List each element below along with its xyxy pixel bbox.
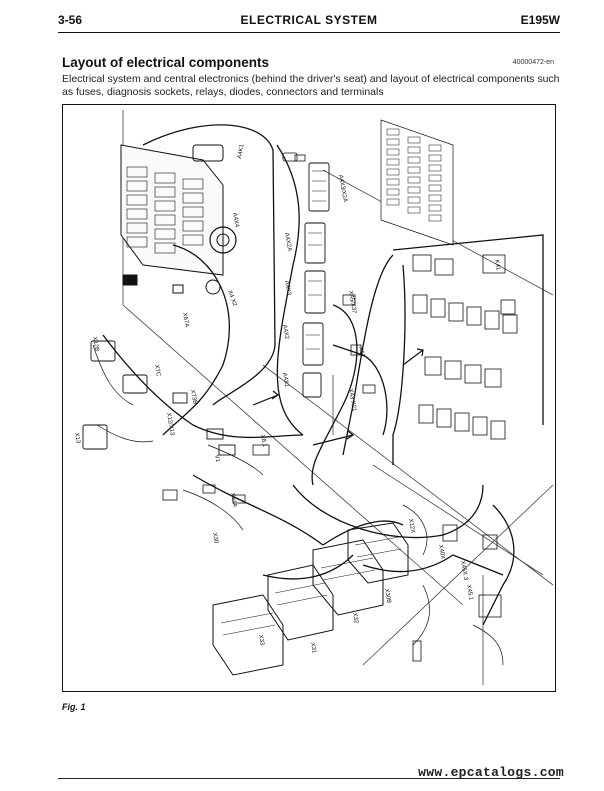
callout-a4x3x2a: A4X3/X2A: [337, 174, 348, 202]
callout-x31: X31: [309, 642, 317, 654]
callout-a4x3: A4X3: [283, 280, 292, 296]
relay-bank: [412, 254, 518, 440]
callout-x30b: X30B: [383, 588, 391, 604]
callout-x73b: X73B: [189, 389, 197, 405]
callout-labels: A4K1 A4X4 X4 X2 A4X3/X2A A4X2A A4X3 A4X2…: [73, 143, 501, 654]
diagnosis-sockets: [212, 522, 409, 676]
misc-components: [162, 152, 502, 662]
callout-k41: K41: [493, 259, 501, 271]
callout-x12-x13: X12/X13: [165, 412, 175, 436]
connector-strip: [302, 162, 330, 398]
callout-a4x2a: A4X2A: [283, 232, 292, 251]
callout-x61a: X61A: [229, 492, 237, 508]
callout-x45x-3: X45X 3: [459, 560, 468, 581]
callout-a4x1: A4X1: [281, 372, 290, 388]
callout-x12x: X12X: [407, 518, 415, 534]
callout-x45-x37: X45/X37: [347, 290, 357, 314]
callout-a4x2: A4X2: [281, 324, 290, 340]
callout-x67a: X67A: [181, 312, 189, 328]
watermark-url: www.epcatalogs.com: [418, 765, 564, 780]
left-connectors: [82, 340, 236, 456]
section-heading: ELECTRICAL SYSTEM: [240, 13, 378, 27]
footer-rule: [58, 778, 560, 779]
main-wiring-harness: [102, 124, 544, 626]
callout-x7c: X7C: [153, 364, 161, 377]
callout-x45-1: X45.1: [465, 584, 474, 601]
figure-frame: A4K1 A4X4 X4 X2 A4X3/X2A A4X2A A4X3 A4X2…: [62, 104, 556, 692]
callout-x30: X30: [211, 532, 219, 544]
page-header: 3-56 ELECTRICAL SYSTEM E195W: [58, 10, 560, 32]
section-title: Layout of electrical components: [62, 55, 270, 70]
callout-x4x2: X4 X2: [226, 290, 237, 308]
page-number: 3-56: [58, 13, 83, 27]
callout-x40x: X40X: [437, 544, 445, 560]
central-electronics-box: [120, 144, 237, 295]
callout-x32: X32: [351, 612, 359, 624]
secondary-wiring: [92, 344, 504, 666]
figure-caption: Fig. 1: [62, 702, 86, 712]
callout-x33: X33: [257, 634, 265, 646]
callout-a4x4: A4X4: [231, 212, 240, 228]
callout-x8-1: X8.1: [259, 434, 267, 448]
callout-x67: X67: [357, 346, 365, 358]
callout-a4k1: A4K1: [237, 143, 246, 159]
header-rule: [58, 32, 560, 33]
callout-v1: V1: [213, 454, 220, 463]
direction-arrows: [252, 348, 424, 446]
document-code: 40000472-en: [512, 59, 554, 66]
callout-x13: X13: [73, 432, 81, 444]
model-code: E195W: [520, 13, 560, 27]
wiring-layout-diagram: A4K1 A4X4 X4 X2 A4X3/X2A A4X2A A4X3 A4X2…: [73, 110, 554, 685]
fuse-panel: [380, 119, 454, 246]
callout-x43-x21: X43 X21: [347, 388, 357, 412]
callout-x12b: X12B: [91, 336, 99, 352]
section-description: Electrical system and central electronic…: [62, 73, 560, 98]
